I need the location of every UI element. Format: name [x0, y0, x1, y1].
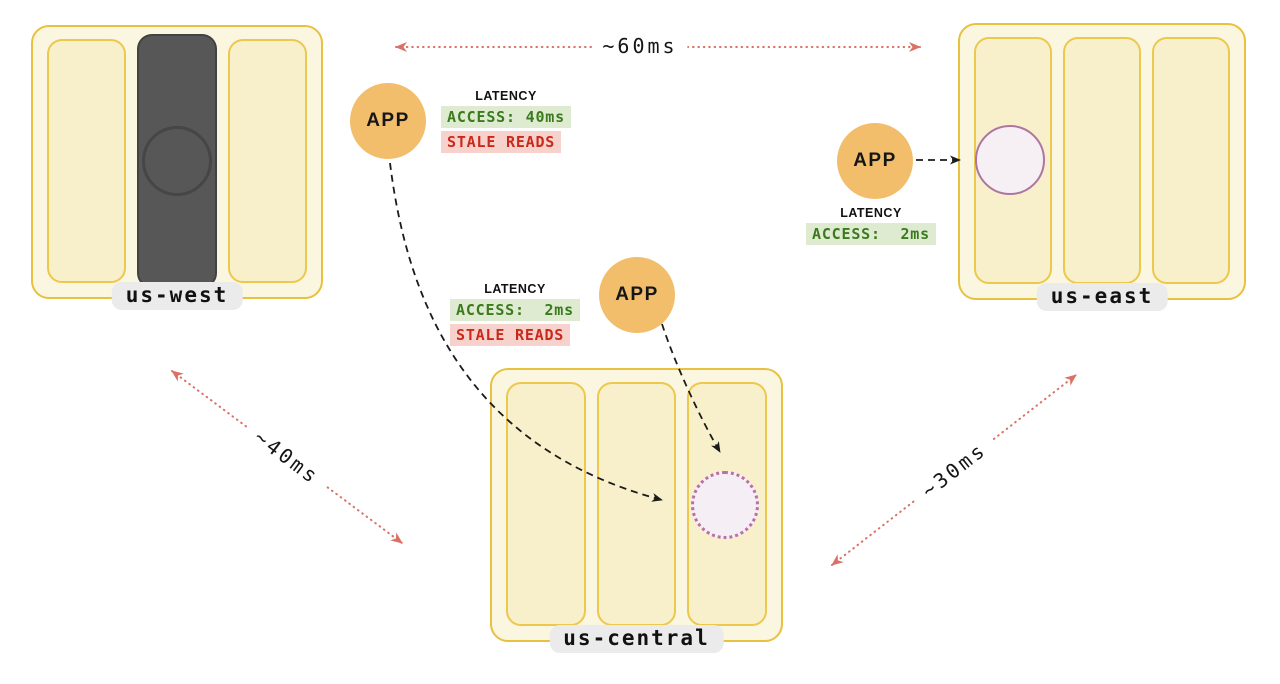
region-us-central: us-central [490, 368, 783, 653]
db-node [47, 39, 127, 283]
latency-title: LATENCY [484, 282, 546, 296]
latency-title: LATENCY [840, 206, 902, 220]
db-node-offline [137, 34, 217, 288]
region-us-east: us-east [958, 23, 1246, 311]
latency-panel-east-app: LATENCY ACCESS: 2ms [806, 206, 936, 245]
data-replica-circle [975, 125, 1045, 195]
region-us-west: us-west [31, 25, 323, 310]
db-node [1152, 37, 1230, 284]
db-node [1063, 37, 1141, 284]
data-replica-circle-dotted [691, 471, 759, 539]
latency-link-label-40ms: ~40ms [241, 418, 333, 496]
stale-reads-badge: STALE READS [450, 324, 571, 346]
access-latency-badge: ACCESS: 2ms [806, 223, 936, 245]
region-label-us-east: us-east [1036, 283, 1168, 311]
latency-link-label-60ms: ~60ms [592, 34, 688, 58]
latency-panel-central-app: LATENCY ACCESS: 2ms STALE READS [450, 282, 580, 346]
access-latency-badge: ACCESS: 40ms [441, 106, 571, 128]
db-node [506, 382, 586, 626]
stale-reads-badge: STALE READS [441, 131, 562, 153]
region-label-us-west: us-west [111, 282, 243, 310]
latency-title: LATENCY [475, 89, 537, 103]
latency-panel-west-app: LATENCY ACCESS: 40ms STALE READS [441, 89, 571, 153]
app-node-west: APP [350, 83, 426, 159]
db-node [596, 382, 677, 626]
node-ring-icon [141, 126, 212, 196]
access-latency-badge: ACCESS: 2ms [450, 299, 580, 321]
region-us-east-nodes [960, 25, 1244, 298]
db-node [227, 39, 307, 283]
app-node-east: APP [837, 123, 913, 199]
region-label-us-central: us-central [549, 625, 724, 653]
app-node-central: APP [599, 257, 675, 333]
region-us-west-nodes [33, 27, 321, 297]
latency-link-label-30ms: ~30ms [909, 431, 999, 509]
